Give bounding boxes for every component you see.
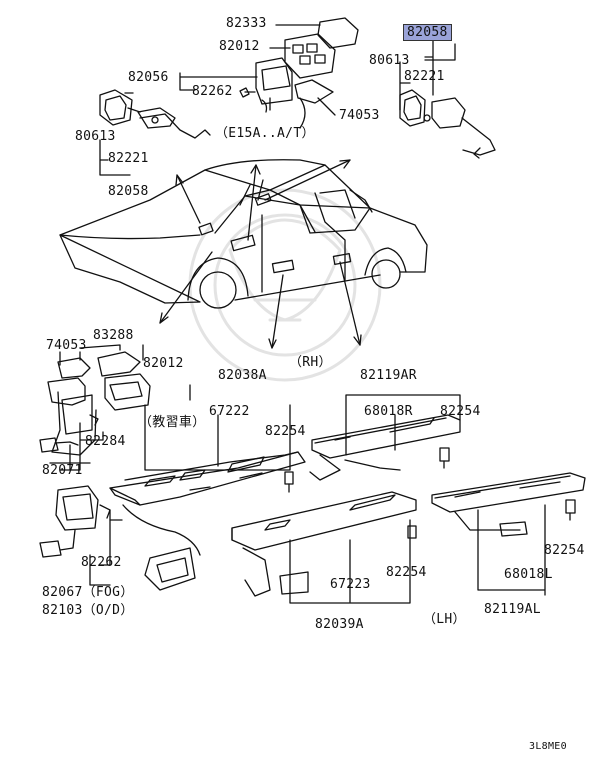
part-label-82119AR: 82119AR [360, 368, 417, 383]
note-lh: （LH） [423, 612, 466, 627]
part-label-82058-left: 82058 [108, 184, 149, 199]
part-label-82119AL: 82119AL [484, 602, 541, 617]
part-label-82333: 82333 [226, 16, 267, 31]
part-label-82012-top: 82012 [219, 39, 260, 54]
part-label-82284: 82284 [85, 434, 126, 449]
fog-od-switch [39, 485, 123, 586]
car-body [59, 159, 428, 309]
note-rh: （RH） [289, 355, 332, 370]
footer-code: 3L8ME0 [529, 741, 567, 752]
part-label-83288: 83288 [93, 328, 134, 343]
part-label-82067-fog: 82067（FOG） [42, 585, 134, 600]
part-label-82056: 82056 [128, 70, 169, 85]
part-label-82103-od: 82103（O/D） [42, 603, 134, 618]
watermark-emblem [188, 188, 382, 382]
part-label-82038A: 82038A [218, 368, 267, 383]
part-label-82254-b: 82254 [440, 404, 481, 419]
top-left-assembly [99, 89, 211, 176]
note-e15a-at: （E15A..A/T） [215, 126, 315, 141]
part-label-82254-a: 82254 [265, 424, 306, 439]
car-switch-marks [198, 193, 352, 274]
part-label-82221-left: 82221 [108, 151, 149, 166]
part-label-80613-right: 80613 [369, 53, 410, 68]
leader-lines [142, 43, 456, 401]
part-label-82058-highlighted: 82058 [403, 24, 452, 41]
part-label-82254-c: 82254 [386, 565, 427, 580]
panel-82039A [231, 491, 417, 604]
part-label-67223: 67223 [330, 577, 371, 592]
part-label-82262-top: 82262 [192, 84, 233, 99]
part-label-82012-lower: 82012 [143, 356, 184, 371]
part-label-67222: 67222 [209, 404, 250, 419]
part-label-82039A: 82039A [315, 617, 364, 632]
part-label-68018R: 68018R [364, 404, 413, 419]
part-label-82262-lower: 82262 [81, 555, 122, 570]
part-label-82071: 82071 [42, 463, 83, 478]
car-arrows [159, 159, 362, 349]
note-school-vehicle: （教習車） [139, 415, 206, 430]
part-label-68018L: 68018L [504, 567, 553, 582]
panel-82119AL [431, 472, 586, 596]
part-label-82221-right: 82221 [404, 69, 445, 84]
top-switch-cluster [179, 17, 359, 129]
panel-82119AR [309, 394, 461, 481]
part-label-80613-left: 80613 [75, 129, 116, 144]
part-label-74053-lower: 74053 [46, 338, 87, 353]
part-label-82254-d: 82254 [544, 543, 585, 558]
part-label-74053-top: 74053 [339, 108, 380, 123]
lower-left-switch-assembly [39, 344, 151, 471]
master-switch-82038A [109, 404, 306, 591]
top-right-assembly [399, 40, 496, 159]
